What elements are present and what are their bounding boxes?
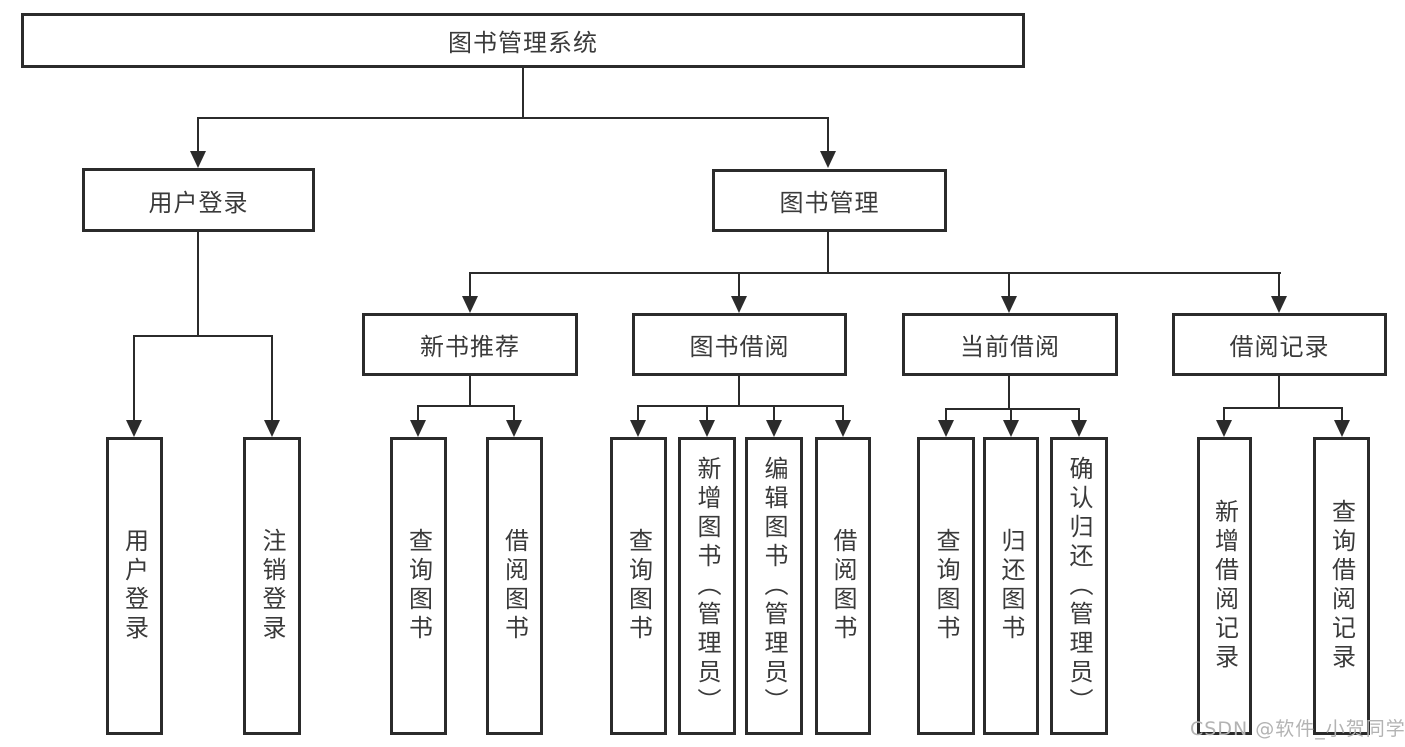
node-box-user-login: 用户登录 xyxy=(82,168,315,232)
leaf-label-borrow-books: 借阅图书 xyxy=(829,528,857,644)
connector-line xyxy=(197,232,199,335)
connector-line xyxy=(945,408,947,421)
connector-line xyxy=(197,117,199,153)
arrowhead-down-icon xyxy=(766,420,782,437)
connector-line xyxy=(417,405,419,421)
node-label-library-system: 图书管理系统 xyxy=(448,29,598,57)
leaf-box-return-books: 归还图书 xyxy=(983,437,1039,735)
connector-line xyxy=(827,117,829,153)
connector-line xyxy=(418,405,515,407)
leaf-box-borrow-books: 借阅图书 xyxy=(815,437,871,735)
leaf-label-user-login: 用户登录 xyxy=(120,528,149,644)
connector-line xyxy=(1010,408,1012,421)
node-label-user-login: 用户登录 xyxy=(148,188,249,217)
arrowhead-down-icon xyxy=(630,420,646,437)
leaf-box-add-borrow-record: 新增借阅记录 xyxy=(1197,437,1252,735)
connector-line xyxy=(469,376,471,405)
connector-line xyxy=(1278,272,1280,297)
leaf-label-borrow-books-recommend: 借阅图书 xyxy=(500,528,529,644)
leaf-label-edit-books-admin: 编辑图书（管理员） xyxy=(760,455,788,717)
connector-line xyxy=(738,376,740,405)
connector-line xyxy=(842,405,844,421)
leaf-box-user-login: 用户登录 xyxy=(106,437,163,735)
connector-line xyxy=(946,408,1079,410)
connector-line xyxy=(271,335,273,421)
node-label-book-borrowing: 图书借阅 xyxy=(689,333,790,361)
connector-line xyxy=(773,405,775,421)
leaf-label-query-books-borrowing: 查询图书 xyxy=(624,528,653,644)
arrowhead-down-icon xyxy=(835,420,851,437)
arrowhead-down-icon xyxy=(1003,420,1019,437)
connector-line xyxy=(469,272,1281,274)
arrowhead-down-icon xyxy=(462,296,478,313)
leaf-box-query-books-recommend: 查询图书 xyxy=(390,437,447,735)
connector-line xyxy=(522,68,524,117)
node-label-book-management: 图书管理 xyxy=(779,189,880,217)
connector-line xyxy=(827,232,829,272)
connector-line xyxy=(1224,407,1342,409)
leaf-box-edit-books-admin: 编辑图书（管理员） xyxy=(745,437,803,735)
leaf-label-query-borrow-record: 查询借阅记录 xyxy=(1327,499,1356,673)
node-label-current-borrowing: 当前借阅 xyxy=(960,333,1060,361)
leaf-label-confirm-return-admin: 确认归还（管理员） xyxy=(1065,455,1093,717)
arrowhead-down-icon xyxy=(190,151,206,168)
connector-line xyxy=(197,117,829,119)
arrowhead-down-icon xyxy=(506,420,522,437)
arrowhead-down-icon xyxy=(264,420,280,437)
leaf-box-add-books-admin: 新增图书（管理员） xyxy=(678,437,736,735)
arrowhead-down-icon xyxy=(820,151,836,168)
connector-line xyxy=(1078,408,1080,421)
node-label-borrowing-records: 借阅记录 xyxy=(1229,333,1330,361)
connector-line xyxy=(706,405,708,421)
connector-line xyxy=(1008,376,1010,408)
node-label-new-book-recommend: 新书推荐 xyxy=(420,333,520,361)
arrowhead-down-icon xyxy=(1216,420,1232,437)
connector-line xyxy=(1278,376,1280,407)
leaf-box-query-books-current: 查询图书 xyxy=(917,437,975,735)
arrowhead-down-icon xyxy=(1001,296,1017,313)
arrowhead-down-icon xyxy=(1271,296,1287,313)
leaf-label-add-books-admin: 新增图书（管理员） xyxy=(693,455,721,717)
watermark: CSDN @软件_小贺同学 xyxy=(1190,718,1405,740)
arrowhead-down-icon xyxy=(1071,420,1087,437)
connector-line xyxy=(638,405,843,407)
arrowhead-down-icon xyxy=(126,420,142,437)
connector-line xyxy=(133,335,135,421)
node-box-library-system: 图书管理系统 xyxy=(21,13,1025,68)
leaf-box-logout: 注销登录 xyxy=(243,437,301,735)
leaf-label-add-borrow-record: 新增借阅记录 xyxy=(1210,499,1239,673)
connector-line xyxy=(1341,407,1343,421)
connector-line xyxy=(469,272,471,297)
leaf-box-query-borrow-record: 查询借阅记录 xyxy=(1313,437,1370,735)
leaf-label-return-books: 归还图书 xyxy=(997,528,1025,644)
node-box-new-book-recommend: 新书推荐 xyxy=(362,313,578,376)
connector-line xyxy=(1223,407,1225,421)
arrowhead-down-icon xyxy=(938,420,954,437)
connector-line xyxy=(134,335,273,337)
arrowhead-down-icon xyxy=(1334,420,1350,437)
node-box-current-borrowing: 当前借阅 xyxy=(902,313,1118,376)
leaf-label-logout: 注销登录 xyxy=(258,528,286,644)
arrowhead-down-icon xyxy=(410,420,426,437)
leaf-box-query-books-borrowing: 查询图书 xyxy=(610,437,667,735)
leaf-label-query-books-current: 查询图书 xyxy=(932,528,960,644)
node-box-book-borrowing: 图书借阅 xyxy=(632,313,847,376)
node-box-book-management: 图书管理 xyxy=(712,169,947,232)
connector-line xyxy=(738,272,740,297)
connector-line xyxy=(513,405,515,421)
leaf-box-confirm-return-admin: 确认归还（管理员） xyxy=(1050,437,1108,735)
node-box-borrowing-records: 借阅记录 xyxy=(1172,313,1387,376)
arrowhead-down-icon xyxy=(731,296,747,313)
connector-line xyxy=(637,405,639,421)
connector-line xyxy=(1008,272,1010,297)
leaf-label-query-books-recommend: 查询图书 xyxy=(404,528,433,644)
leaf-box-borrow-books-recommend: 借阅图书 xyxy=(486,437,543,735)
arrowhead-down-icon xyxy=(699,420,715,437)
